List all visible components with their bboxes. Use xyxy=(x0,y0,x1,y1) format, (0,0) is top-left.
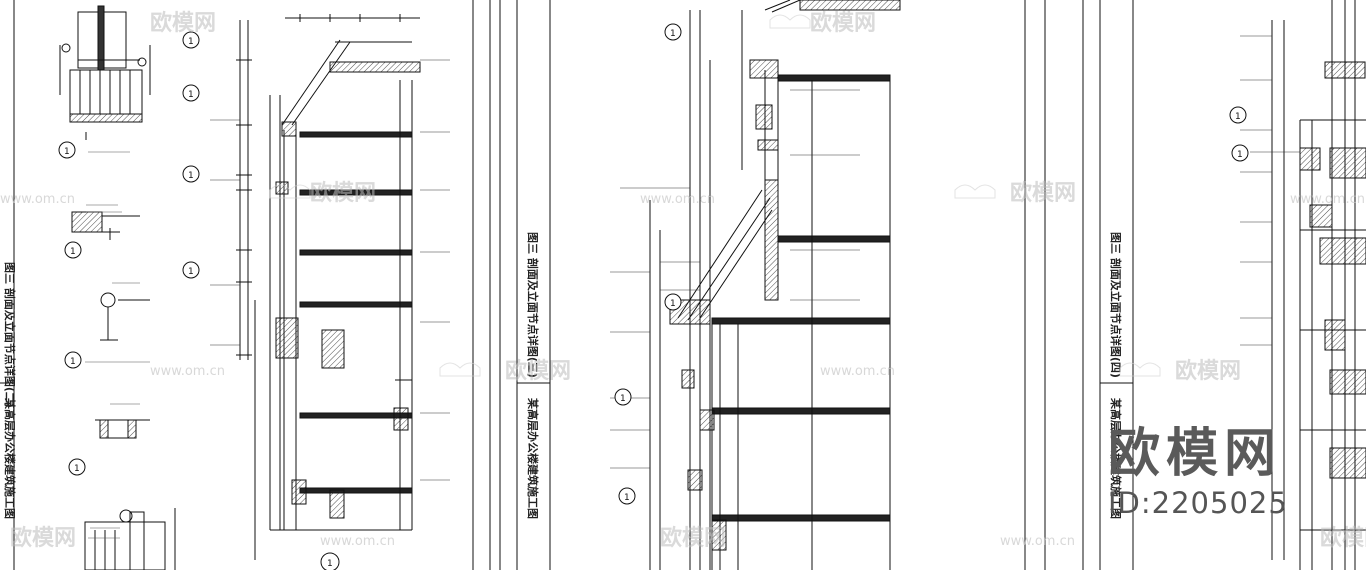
watermark-url: www.om.cn xyxy=(1290,192,1365,207)
callout-marker: 1 xyxy=(614,388,632,406)
brand-name: 欧模网 xyxy=(1108,424,1283,484)
sheet-title-1: 图三 剖面及立面节点详图(二) xyxy=(3,262,17,408)
sheet-subtitle-2: 某高层办公楼建筑施工图 xyxy=(526,397,540,519)
title-block-right: 图三 剖面及立面节点详图(四) 某高层办公楼建筑施工图 xyxy=(1109,232,1123,519)
detail-column-left xyxy=(59,5,176,570)
watermark-brand: 欧模网 xyxy=(505,358,571,384)
svg-text:1: 1 xyxy=(188,267,194,277)
callout-markers-sheet3: 1 1 xyxy=(1229,106,1249,162)
title-block-left: 图三 剖面及立面节点详图(二) 某高层办公楼建筑施工图 xyxy=(3,262,17,519)
svg-text:1: 1 xyxy=(70,247,76,257)
om-cow-logo-icon xyxy=(269,14,1161,377)
svg-text:1: 1 xyxy=(74,464,80,474)
svg-text:1: 1 xyxy=(188,90,194,100)
title-block-middle: 图三 剖面及立面节点详图(三) 某高层办公楼建筑施工图 xyxy=(526,232,540,519)
watermark-url: www.om.cn xyxy=(1000,534,1075,549)
sheet-title-3: 图三 剖面及立面节点详图(四) xyxy=(1109,232,1123,378)
callout-marker: 1 xyxy=(664,23,682,41)
watermark-brand: 欧模网 xyxy=(10,525,76,551)
callout-marker: 1 xyxy=(320,552,340,570)
sheet-subtitle-1: 某高层办公楼建筑施工图 xyxy=(3,397,17,519)
sheet-subtitle-3: 某高层办公楼建筑施工图 xyxy=(1109,397,1123,519)
sheet-title-2: 图三 剖面及立面节点详图(三) xyxy=(526,232,540,378)
svg-text:1: 1 xyxy=(670,299,676,309)
watermark-brand: 欧模网 xyxy=(1175,358,1241,384)
callout-marker: 1 xyxy=(664,293,682,311)
callout-marker: 1 xyxy=(64,351,82,369)
callout-marker: 1 xyxy=(1229,106,1247,124)
svg-text:1: 1 xyxy=(1237,150,1243,160)
svg-text:1: 1 xyxy=(670,29,676,39)
callout-marker: 1 xyxy=(68,458,86,476)
callout-marker: 1 xyxy=(618,487,636,505)
watermark-url: www.om.cn xyxy=(320,534,395,549)
svg-text:1: 1 xyxy=(624,493,630,503)
svg-text:1: 1 xyxy=(64,147,70,157)
wall-section-sheet1 xyxy=(236,14,421,560)
svg-text:1: 1 xyxy=(1235,112,1241,122)
label-lines-left xyxy=(85,151,150,539)
model-id-label: ID:2205025 xyxy=(1108,486,1288,520)
watermark-brand-block: 欧模网 ID:2205025 xyxy=(1108,424,1338,520)
callout-marker: 1 xyxy=(58,141,76,159)
svg-text:1: 1 xyxy=(70,357,76,367)
watermark-url: www.om.cn xyxy=(820,364,895,379)
watermark-url: www.om.cn xyxy=(640,192,715,207)
level-marks-sheet1 xyxy=(210,59,450,481)
level-marks-sheet3 xyxy=(1240,35,1300,346)
wall-section-sheet2 xyxy=(649,0,901,570)
callout-markers-sheet2: 1 1 1 1 xyxy=(614,23,682,505)
svg-text:1: 1 xyxy=(188,171,194,181)
watermark-brand: 欧模网 xyxy=(150,10,216,36)
svg-text:1: 1 xyxy=(327,559,333,569)
callout-marker: 1 xyxy=(182,261,200,279)
svg-text:1: 1 xyxy=(620,394,626,404)
callout-marker: 1 xyxy=(182,31,200,49)
watermark-layer: 欧模网 欧模网 欧模网 欧模网 欧模网 欧模网 欧模网 欧模网 欧模网 www.… xyxy=(0,10,1366,551)
watermark-brand: 欧模网 xyxy=(310,180,376,206)
watermark-url: www.om.cn xyxy=(0,192,75,207)
watermark-brand: 欧模网 xyxy=(660,525,726,551)
callout-marker: 1 xyxy=(1231,144,1249,162)
svg-text:1: 1 xyxy=(188,37,194,47)
callout-marker: 1 xyxy=(182,165,200,183)
sheet-borders xyxy=(0,0,1134,570)
level-marks-sheet2 xyxy=(610,89,860,469)
callout-marker: 1 xyxy=(64,241,82,259)
watermark-brand: 欧模网 xyxy=(1320,525,1366,551)
callout-marker: 1 xyxy=(182,84,200,102)
wall-section-sheet3 xyxy=(1271,0,1366,570)
watermark-brand: 欧模网 xyxy=(1010,180,1076,206)
watermark-url: www.om.cn xyxy=(150,364,225,379)
watermark-brand: 欧模网 xyxy=(810,10,876,36)
callout-markers-sheet1: 1 1 1 1 1 1 1 1 1 xyxy=(58,31,340,570)
